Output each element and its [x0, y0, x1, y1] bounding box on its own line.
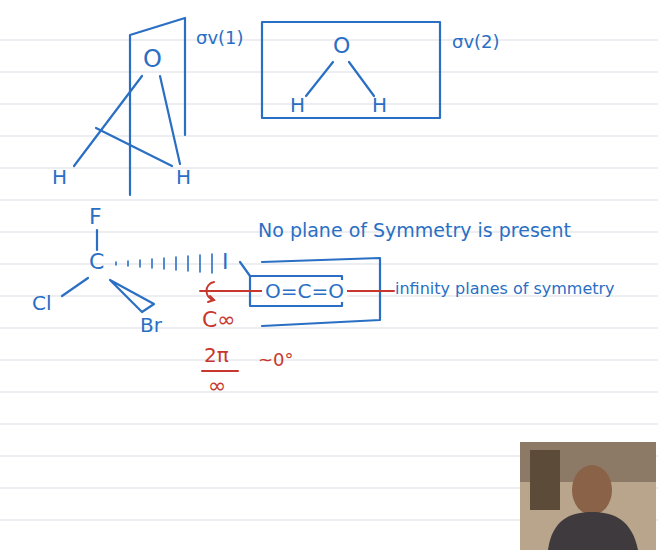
hashed-wedge: [116, 254, 212, 273]
atom-label: I: [222, 250, 229, 274]
symmetry-label: σv(2): [452, 32, 500, 52]
ruled-lines: [0, 40, 658, 520]
bond: [306, 62, 333, 96]
atom-label: O: [333, 34, 350, 58]
atom-label: F: [89, 205, 102, 229]
atom-label: H: [52, 166, 67, 188]
atom-label: H: [176, 166, 191, 188]
symmetry-label: C∞: [202, 308, 236, 332]
note-text: infinity planes of symmetry: [395, 280, 615, 298]
fraction-bar: [202, 370, 238, 372]
video-inset: [520, 442, 656, 550]
angle-text: ∞: [208, 374, 226, 398]
bond: [349, 62, 374, 96]
plane-edge: [240, 262, 250, 276]
bond: [96, 230, 98, 250]
atom-label: Br: [140, 314, 162, 336]
note-text: No plane of Symmetry is present: [258, 220, 571, 241]
bond: [96, 128, 172, 166]
atom-label: C: [89, 250, 104, 274]
molecule-label: O=C=O: [262, 280, 347, 302]
angle-text: 2π: [204, 344, 229, 366]
bond: [160, 76, 180, 164]
atom-label: Cl: [32, 292, 52, 314]
bond: [74, 76, 142, 166]
symmetry-label: σv(1): [196, 28, 244, 48]
arrow-head: [208, 296, 214, 302]
bond: [62, 278, 88, 296]
atom-label: H: [372, 94, 387, 116]
mirror-plane: [262, 22, 440, 118]
atom-label: O: [143, 46, 162, 72]
angle-text: ~0°: [258, 350, 294, 370]
wedge-bond: [110, 280, 154, 312]
atom-label: H: [290, 94, 305, 116]
